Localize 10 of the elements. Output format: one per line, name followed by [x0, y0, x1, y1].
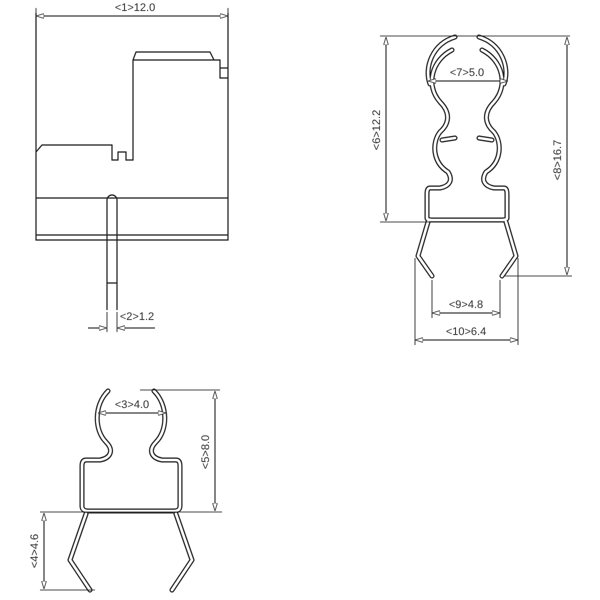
- dimension-label: <10>6.4: [446, 326, 486, 338]
- dimension-label: <6>12.2: [371, 110, 383, 150]
- dimension-label: <5>8.0: [200, 434, 212, 470]
- dimension-label: <8>16.7: [552, 140, 564, 180]
- dimension-label: <9>4.8: [448, 299, 484, 311]
- dimension-label: <4>4.6: [29, 534, 41, 568]
- dimension-label: <2>1.2: [120, 311, 154, 323]
- dimension-label: <7>5.0: [450, 67, 484, 79]
- dimension-label: <1>12.0: [114, 2, 156, 14]
- dimension-label: <3>4.0: [114, 399, 150, 411]
